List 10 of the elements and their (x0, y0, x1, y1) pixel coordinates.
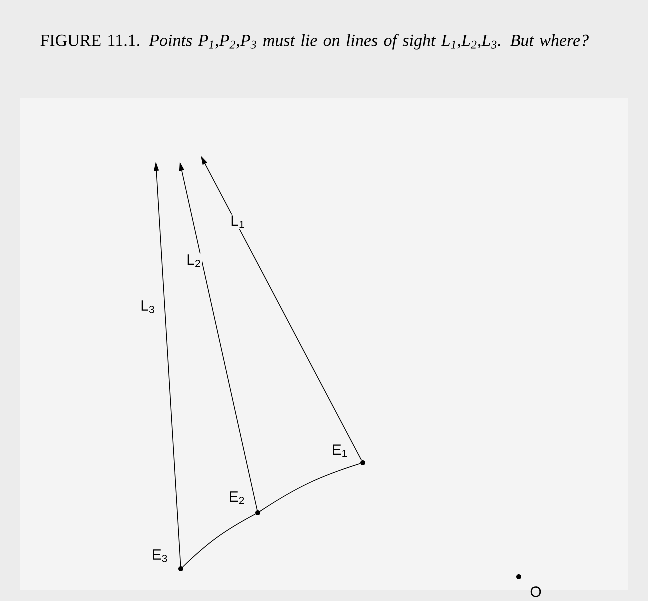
point-label: E$_{2}$ (230, 492, 244, 504)
line-label: L$_{2}$ (186, 254, 202, 268)
line-label: L$_{1}$ (230, 214, 246, 230)
arc-line (182, 514, 256, 568)
arc-line (260, 463, 361, 512)
line-label: L$_{3}$ (140, 300, 156, 314)
point-label: E$_{1}$ (333, 444, 348, 458)
figure-caption: FIGURE 11.1. Points P$_{1}$,P$_{2}$,P$_{3}$ must lie on lines of sight L$_{1}$,L$_{2}$,L$_{3}$. But where? (40, 34, 589, 50)
point-label: E$_{3}$ (153, 550, 168, 562)
point-label: O (530, 586, 542, 598)
